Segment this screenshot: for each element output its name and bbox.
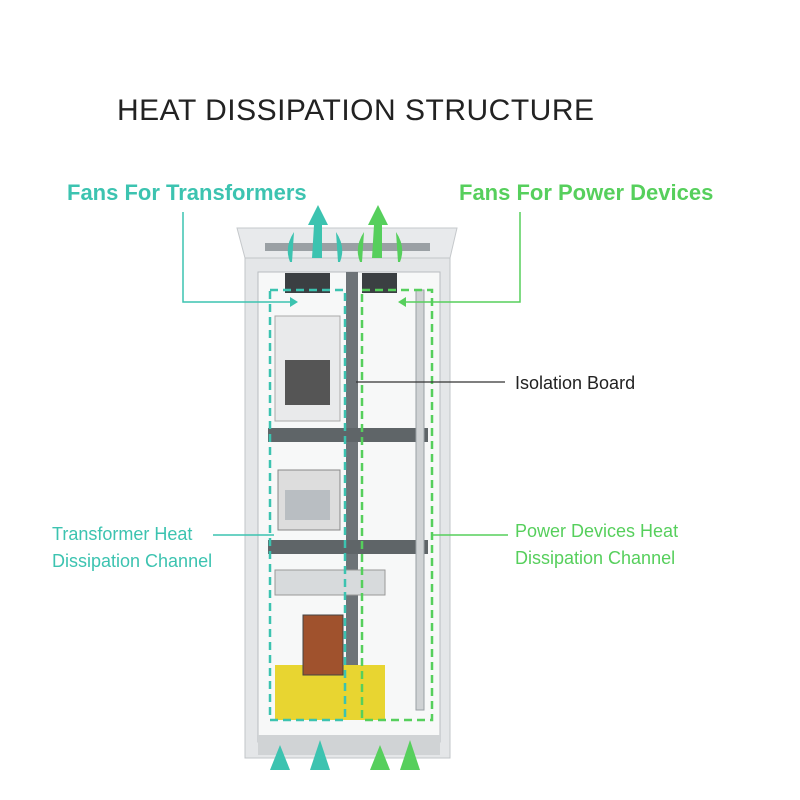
power-fan [362,273,397,293]
fans-for-power-devices-label: Fans For Power Devices [459,180,714,205]
power-channel-label: Power Devices Heat Dissipation Channel [515,518,678,572]
fans-power-leader [404,212,521,303]
power-airflow-arrows [357,205,420,770]
power-channel-line1: Power Devices Heat [515,521,679,541]
middle-heatsink [285,490,330,520]
diagram-title: HEAT DISSIPATION STRUCTURE [117,94,595,127]
isolation-board [346,272,358,702]
power-module [274,569,386,596]
power-channel-line2: Dissipation Channel [515,548,676,568]
isolation-board-label: Isolation Board [515,373,636,393]
transformer-channel-line1: Transformer Heat [52,524,193,544]
shelf-1 [268,428,428,442]
transformer-fan [285,273,330,293]
transformer-channel-line2: Dissipation Channel [52,551,213,571]
transformer-airflow-arrows [270,205,343,770]
transformer-channel-label: Transformer Heat Dissipation Channel [52,521,212,575]
top-vent [265,243,430,251]
power-channel-outline [360,288,434,722]
fans-transformers-leader [182,212,292,303]
upper-transformer [285,360,330,405]
bottom-transformer [302,614,344,676]
fans-for-transformers-label: Fans For Transformers [67,180,307,205]
bottom-vent [258,735,440,755]
shelf-2 [268,540,428,554]
right-rail [415,289,425,711]
transformer-channel-outline [268,288,347,722]
